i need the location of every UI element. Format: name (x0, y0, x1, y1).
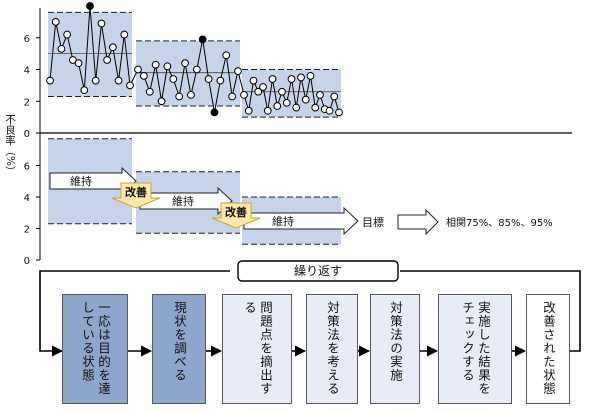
data-point (51, 17, 60, 26)
process-step-text: 実施した結果をチェックする (460, 301, 491, 396)
improve-arrow (211, 202, 261, 229)
data-point (228, 92, 237, 101)
data-point (192, 65, 201, 74)
data-point (282, 98, 291, 107)
improve-label: 改善 (125, 185, 147, 199)
data-point (157, 97, 166, 106)
y-axis-label: 不良率（%） (4, 114, 16, 176)
data-point (120, 30, 129, 39)
data-point (68, 56, 77, 64)
data-point (311, 103, 320, 112)
maintain-label: 維持 (272, 214, 294, 228)
process-step-text: 対策法を考える (325, 301, 340, 396)
process-step: 現状を調べる (152, 294, 206, 404)
data-point (222, 51, 231, 60)
upper-tick-label: 2 (24, 97, 30, 108)
data-point (134, 65, 142, 74)
process-step: 実施した結果をチェックする (438, 294, 512, 404)
data-point (292, 103, 301, 112)
data-point (187, 91, 195, 99)
process-step-text: 現状を調べる (172, 301, 187, 382)
data-line (49, 5, 340, 113)
data-point (151, 60, 160, 69)
upper-tick-label: 4 (24, 66, 30, 77)
data-point (234, 67, 242, 75)
process-step: 対策法を考える (306, 294, 358, 404)
process-step: 対策法の実施 (370, 294, 420, 404)
data-point (249, 76, 258, 85)
maintain-label: 維持 (172, 194, 194, 208)
lower-tick-label: 0 (24, 256, 30, 267)
upper-tick-label: 0 (24, 129, 30, 140)
data-point (273, 102, 282, 110)
data-point (175, 92, 184, 101)
data-point (57, 44, 66, 53)
target-arrow (397, 208, 439, 236)
process-step-text: 一応は目的を達している状態 (80, 301, 111, 396)
data-point (169, 75, 178, 83)
process-step: 問題点を摘出する (222, 294, 292, 404)
data-point (91, 76, 100, 85)
target-label: 目標 (362, 215, 384, 229)
data-point (301, 95, 310, 104)
data-point (297, 73, 305, 82)
repeat-box (237, 260, 399, 282)
improve-arrow (111, 182, 161, 209)
target-values-label: 相関75%、85%、95% (446, 216, 553, 229)
data-point (139, 71, 148, 80)
repeat-label: 繰り返す (294, 264, 342, 278)
upper-control-chart (46, 2, 343, 118)
data-point (97, 19, 106, 28)
data-point (268, 75, 277, 83)
repeat-loop-line (400, 270, 581, 352)
maintain-arrow (243, 206, 359, 236)
process-step-text: 問題点を摘出する (242, 301, 273, 396)
data-point (330, 92, 339, 101)
repeat-loop: 繰り返す (39, 260, 581, 357)
data-point (216, 76, 225, 85)
data-point (306, 71, 315, 80)
lower-band-chart: 維持維持維持改善改善目標相関75%、85%、95% (48, 138, 553, 245)
axes: 0 2 4 6 2 4 6 0 不良率（%） (4, 8, 572, 267)
data-point (204, 75, 213, 83)
data-point (63, 30, 72, 39)
data-point (74, 59, 83, 68)
data-point (316, 91, 324, 99)
data-point (108, 43, 117, 52)
data-point (240, 91, 248, 99)
data-point (163, 62, 172, 71)
data-point (126, 81, 134, 90)
lower-tick-label: 2 (24, 225, 30, 236)
data-point (181, 59, 189, 68)
process-step-text: 対策法の実施 (388, 301, 403, 382)
process-step: 改善された状態 (526, 294, 570, 404)
out-of-control-point (198, 35, 207, 44)
out-of-control-point (86, 2, 94, 10)
data-point (80, 86, 89, 95)
data-point (278, 87, 286, 96)
out-of-control-point (210, 108, 219, 117)
data-point (287, 75, 296, 83)
improve-label: 改善 (225, 205, 247, 219)
process-step-text: 改善された状態 (541, 301, 556, 396)
repeat-loop-line (39, 270, 230, 357)
data-point (259, 83, 267, 91)
data-point (325, 106, 334, 115)
data-point (335, 108, 343, 117)
data-point (103, 56, 112, 64)
lower-tick-label: 4 (24, 193, 30, 204)
data-point (263, 106, 272, 115)
upper-tick-label: 6 (24, 34, 30, 45)
data-point (145, 87, 154, 96)
process-step: 一応は目的を達している状態 (62, 294, 128, 404)
data-point (244, 106, 253, 115)
data-point (114, 76, 123, 85)
data-point (254, 87, 263, 96)
data-point (46, 76, 54, 85)
lower-tick-label: 6 (24, 162, 30, 173)
maintain-label: 維持 (70, 174, 92, 188)
